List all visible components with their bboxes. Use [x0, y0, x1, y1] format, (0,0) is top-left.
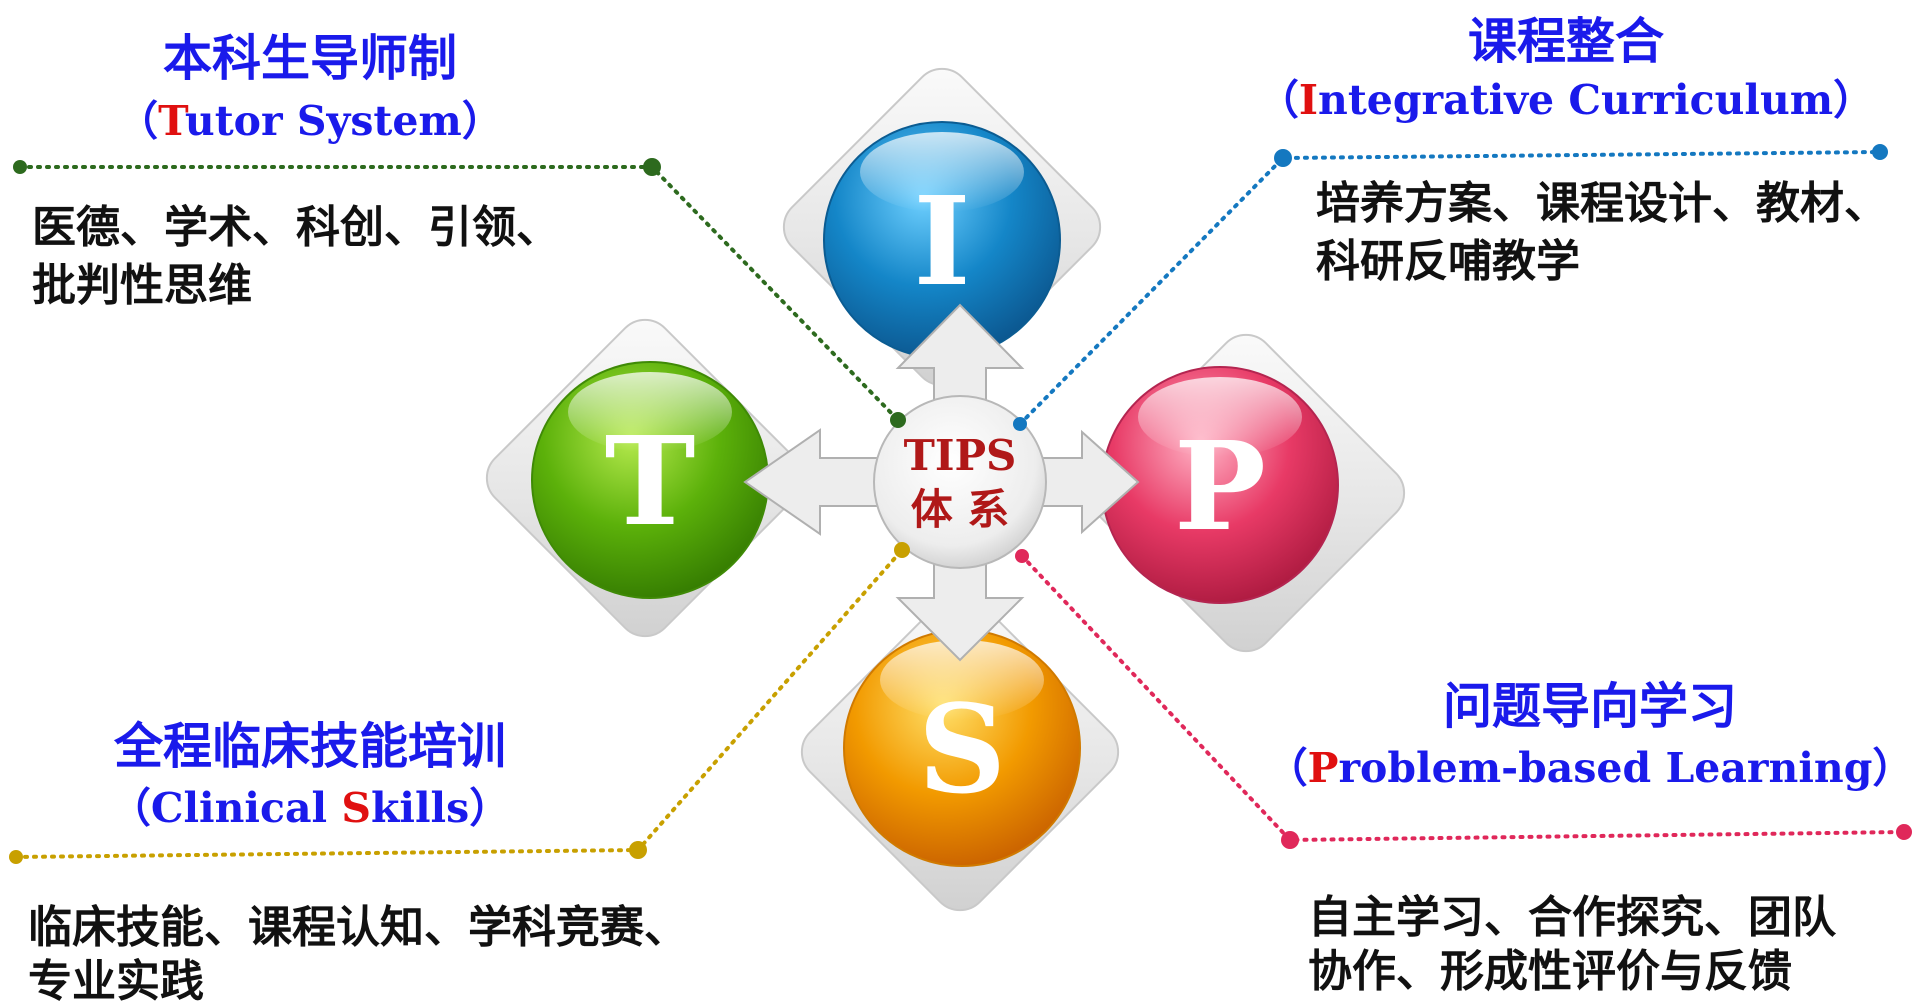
letter-i: I [913, 169, 970, 313]
arrow-right [1039, 429, 1140, 535]
pbl-title-en: （Problem-based Learning） [1267, 744, 1914, 792]
pbl-title-zh: 问题导向学习 [1443, 678, 1737, 735]
skills-title-en: （Clinical Skills） [110, 784, 510, 832]
ball-s: S [843, 629, 1081, 867]
tutor-title-en: （Tutor System） [117, 97, 503, 145]
connector-i [1013, 144, 1888, 431]
pbl-desc-line2: 协作、形成性评价与反馈 [1308, 946, 1792, 997]
connector-t [13, 158, 906, 428]
tutor-title-zh: 本科生导师制 [163, 30, 457, 87]
pbl-desc-line1: 自主学习、合作探究、团队 [1308, 892, 1837, 943]
connector-s [9, 542, 910, 864]
ball-t: T [531, 361, 769, 599]
curriculum-title-en: （Integrative Curriculum） [1258, 76, 1874, 124]
curriculum-desc-line2: 科研反哺教学 [1316, 236, 1580, 287]
center-title: TIPS [904, 431, 1017, 480]
letter-p: P [1174, 414, 1266, 558]
letter-t: T [605, 409, 696, 553]
connector-p [1015, 549, 1912, 849]
tutor-desc-line2: 批判性思维 [32, 260, 252, 311]
center-subtitle: 体 系 [911, 485, 1010, 534]
curriculum-title-zh: 课程整合 [1468, 13, 1664, 70]
arrow-left [743, 428, 881, 536]
skills-desc-line1: 临床技能、课程认知、学科竞赛、 [28, 902, 688, 953]
center-hub: TIPS 体 系 [873, 395, 1047, 569]
ball-p: P [1101, 366, 1339, 604]
curriculum-desc-line1: 培养方案、课程设计、教材、 [1316, 178, 1888, 229]
block-problem-based-learning: 问题导向学习 （Problem-based Learning） 自主学习、合作探… [1267, 678, 1914, 997]
skills-desc-line2: 专业实践 [28, 956, 204, 1004]
letter-s: S [918, 677, 1006, 821]
ball-i: I [823, 121, 1061, 359]
block-integrative-curriculum: 课程整合 （Integrative Curriculum） 培养方案、课程设计、… [1258, 13, 1888, 287]
block-tutor-system: 本科生导师制 （Tutor System） 医德、学术、科创、引领、 批判性思维 [32, 30, 560, 311]
block-clinical-skills: 全程临床技能培训 （Clinical Skills） 临床技能、课程认知、学科竞… [28, 718, 688, 1004]
tutor-desc-line1: 医德、学术、科创、引领、 [32, 202, 560, 253]
skills-title-zh: 全程临床技能培训 [113, 718, 506, 775]
